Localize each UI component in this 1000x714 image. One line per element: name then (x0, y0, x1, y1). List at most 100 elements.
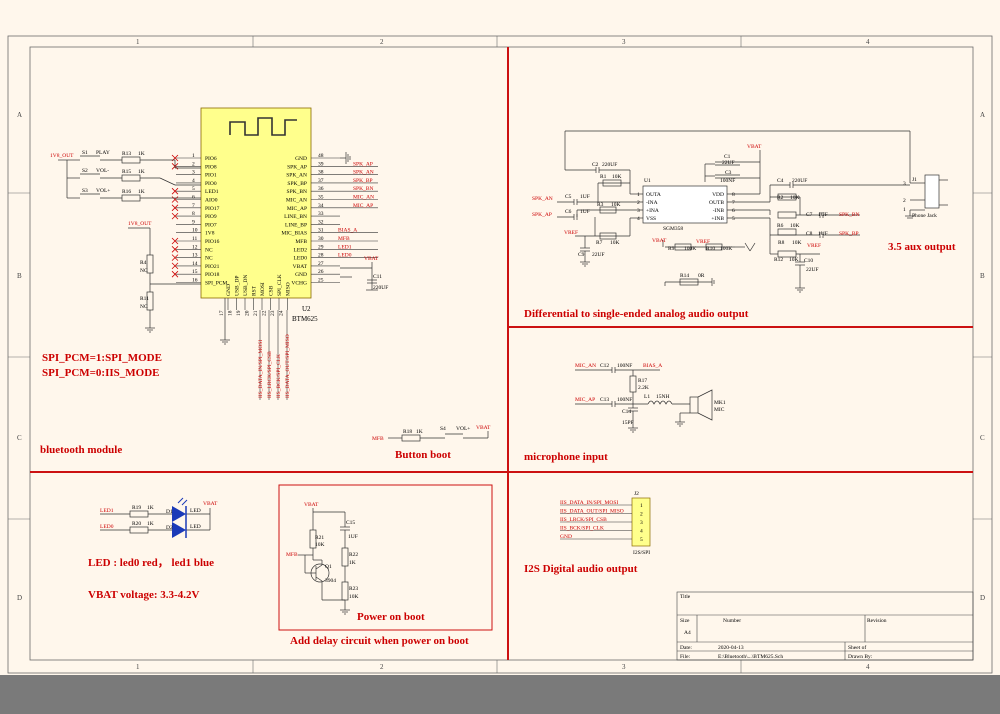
c3-value: 100NF (720, 178, 735, 184)
note-led: LED : led0 red， led1 blue (88, 557, 214, 569)
net-led0: LED0 (100, 524, 114, 530)
r15-value: 1K (138, 169, 145, 175)
row-label: C (17, 434, 22, 442)
c4-ref: C4 (777, 178, 784, 184)
u1-pin-num: 4 (637, 216, 640, 222)
r16-ref: R16 (122, 189, 131, 195)
c9-ref: C9 (578, 252, 585, 258)
u2-pin-name: MISO (286, 282, 292, 296)
col-label: 2 (380, 663, 384, 671)
r1-ref: R1 (600, 174, 607, 180)
net-vbat: VBAT (476, 425, 491, 431)
no-connect-mark (171, 196, 179, 203)
u2-pin-name: GND (226, 284, 232, 296)
j1-pin3: 3 (903, 181, 906, 187)
u1-pin-name: VSS (646, 216, 656, 222)
col-label: 2 (380, 38, 384, 46)
l1-value: 15NH (656, 394, 669, 400)
r13-ref: R13 (122, 151, 131, 157)
c12-ref: C12 (600, 363, 609, 369)
r12-ref: R12 (774, 257, 783, 263)
j2-name: I2S/SPI (633, 550, 650, 556)
u1-pin-num: 3 (637, 208, 640, 214)
j2-pin-num: 4 (640, 529, 643, 535)
section-diff: Differential to single-ended analog audi… (524, 308, 749, 320)
u2-pin-name: RST (252, 285, 258, 296)
r4-value: NC (140, 268, 148, 274)
net-label: MFB (338, 236, 350, 242)
u2-pin-name: LED1 (205, 189, 219, 195)
u2-pin-num: 36 (318, 186, 324, 192)
s4-ref: S4 (440, 426, 446, 432)
r20-value: 1K (147, 521, 154, 527)
net-vbat-led: VBAT (203, 501, 218, 507)
s2-label: VOL- (96, 168, 109, 174)
j2-ref: J2 (634, 491, 639, 497)
u1-part: SGM358 (663, 226, 683, 232)
u2-pin-name: SPI_PCM (205, 281, 227, 287)
u1-pin-num: 5 (732, 216, 735, 222)
spi-mode-note: SPI_PCM=1:SPI_MODE (42, 352, 162, 364)
net-label: IIS_DATA_IN/SPI_MOSI (560, 500, 618, 506)
tb-sheet: Sheet of (848, 644, 866, 651)
r12-value: 10K (789, 257, 799, 263)
r9-ref: R9 (668, 246, 675, 252)
c14-ref: C14 (622, 409, 631, 415)
outer-border (7, 35, 993, 674)
row-label: B (980, 272, 985, 280)
tb-date-label: Date: (680, 645, 692, 651)
c6-ref: C6 (565, 209, 572, 215)
net-label: BIAS_A (338, 228, 357, 234)
d1-ref: D1 (166, 509, 173, 515)
u2-pin-num: 1 (192, 153, 195, 159)
r10-value: 100K (720, 246, 732, 252)
r7-value: 10K (610, 240, 620, 246)
tb-size: A4 (684, 630, 691, 636)
u2-pin-num: 15 (192, 269, 198, 275)
r7-ref: R7 (596, 240, 603, 246)
r23-value: 10K (349, 594, 359, 600)
j2-pin-num: 3 (640, 520, 643, 526)
u2-pin-num: 22 (262, 310, 268, 316)
u2-pin-num: 4 (192, 178, 195, 184)
row-label: C (980, 434, 985, 442)
u2-pin-name: LINE_BP (285, 222, 307, 228)
u2-pin-name: PIO8 (205, 164, 217, 170)
u1-ref: U1 (644, 178, 651, 184)
u2-pin-num: 21 (253, 310, 259, 316)
power-wiring (298, 508, 350, 615)
c10-ref: C10 (804, 258, 813, 264)
no-connect-mark (171, 204, 179, 212)
net-label: SPK_AP (353, 161, 373, 167)
net-mfb-power: MFB (286, 552, 298, 558)
u2-pin-name: PIO21 (205, 264, 220, 270)
no-connect-mark (171, 212, 179, 220)
r18-value: 1K (416, 429, 423, 435)
net-label: IIS_LRCK/SPI_CSB (560, 517, 607, 523)
c12-value: 100NF (617, 363, 632, 369)
u2-pin-num: 32 (318, 219, 324, 225)
row-label: A (980, 111, 985, 119)
u2-pin-name: MIC_AP (287, 206, 307, 212)
u2-pin-num: 31 (318, 228, 324, 234)
u2-pin-num: 37 (318, 178, 324, 184)
power-on-box (278, 484, 493, 631)
no-connect-mark (171, 270, 179, 278)
u2-pin-name: LINE_BN (284, 214, 307, 220)
net-mic-an: MIC_AN (575, 363, 596, 369)
tb-file-label: File: (680, 654, 691, 660)
c13-value: 100NF (617, 397, 632, 403)
row-label: A (17, 111, 22, 119)
u2-pin-num: 27 (318, 261, 324, 267)
u2-pin-num: 34 (318, 203, 324, 209)
c13-ref: C13 (600, 397, 609, 403)
col-label: 1 (136, 38, 140, 46)
no-connect-mark (171, 237, 179, 245)
u2-ref: U2 (302, 305, 311, 313)
col-label: 3 (622, 38, 626, 46)
net-vbat-div: VBAT (652, 238, 667, 244)
net-1v8-out: 1V8_OUT (50, 153, 74, 159)
r4-ref: R4 (140, 260, 147, 266)
